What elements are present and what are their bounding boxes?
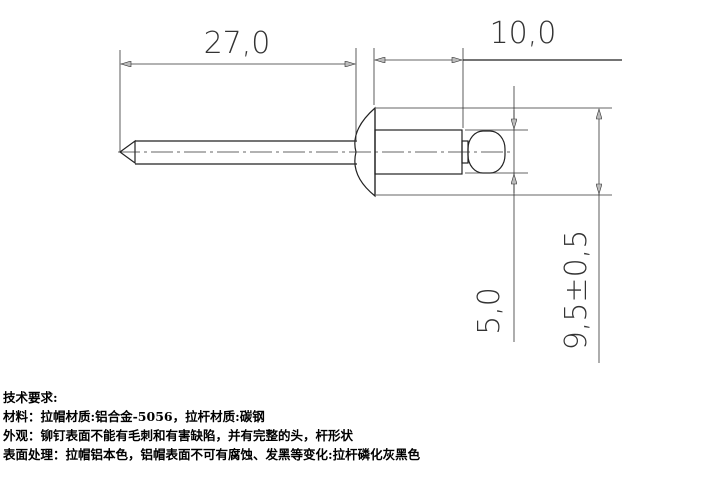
- dimension-text-27: 27,0: [204, 26, 271, 61]
- dimension-body-length: 10,0: [373, 16, 622, 128]
- technical-requirements: 技术要求: 材料：拉帽材质:铝合金-5056，拉杆材质:碳钢 外观：铆钉表面不能…: [3, 388, 420, 464]
- notes-title: 技术要求:: [3, 390, 58, 405]
- dimension-head-diameter: 9,5±0,5: [559, 109, 599, 363]
- note-material: 材料：拉帽材质:铝合金-5056，拉杆材质:碳钢: [3, 409, 265, 424]
- dimension-text-10: 10,0: [490, 16, 557, 51]
- dimension-text-5: 5,0: [472, 287, 507, 335]
- dimension-body-diameter: 5,0: [376, 86, 612, 342]
- note-surface-treatment: 表面处理：拉帽铝本色，铝帽表面不可有腐蚀、发黑等变化:拉杆磷化灰黑色: [3, 447, 421, 462]
- dimension-mandrel-length: 27,0: [119, 26, 357, 152]
- rivet: [118, 106, 510, 198]
- dimension-text-9-5: 9,5±0,5: [559, 230, 594, 351]
- note-appearance: 外观：铆钉表面不能有毛刺和有害缺陷，并有完整的头，杆形状: [3, 428, 354, 443]
